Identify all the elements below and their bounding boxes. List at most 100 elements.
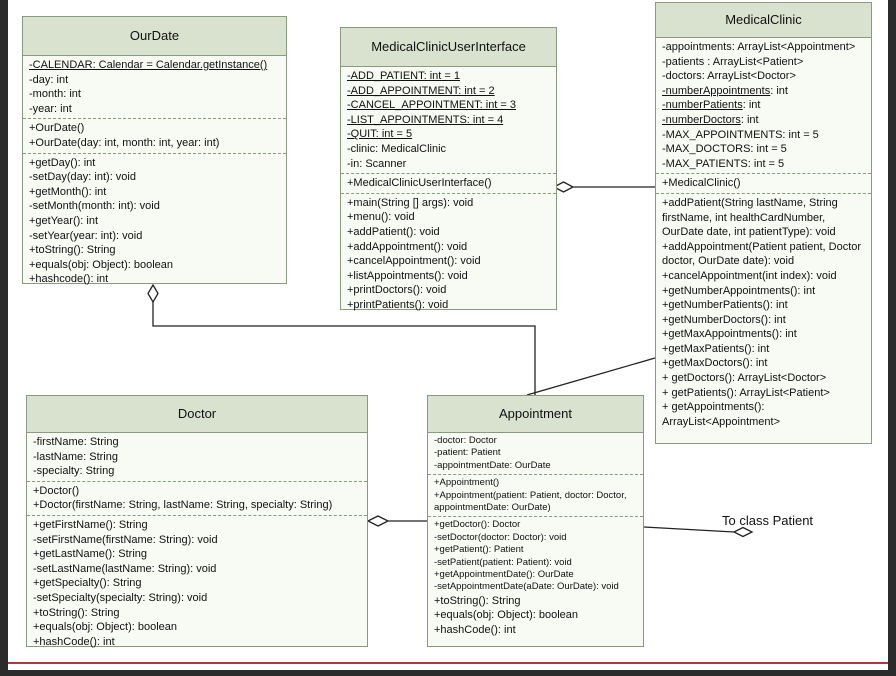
methods-section: +main(String [] args): void +menu(): void… xyxy=(341,194,556,315)
member-line: -MAX_PATIENTS: int = 5 xyxy=(662,157,785,170)
member-line: -doctor: Doctor xyxy=(434,435,497,446)
member-line: -lastName: String xyxy=(33,450,118,463)
member-line: +getYear(): int xyxy=(29,214,98,227)
to-class-patient-label: To class Patient xyxy=(722,513,814,528)
member-line: -setDay(day: int): void xyxy=(29,171,136,184)
member-line: -patient: Patient xyxy=(434,447,501,459)
methods-section: +addPatient(String lastName, String firs… xyxy=(656,194,871,432)
member-line: -setPatient(patient: Patient): void xyxy=(434,556,572,568)
member-line: +hashcode(): int xyxy=(29,273,109,286)
member-line: +equals(obj: Object): boolean xyxy=(434,609,579,622)
member-line: -numberDoctors: int xyxy=(662,113,759,126)
member-line: +toString(): String xyxy=(33,606,120,619)
member-line: +cancelAppointment(): void xyxy=(347,255,481,268)
member-line: -LIST_APPOINTMENTS: int = 4 xyxy=(347,113,504,126)
member-line: +getMonth(): int xyxy=(29,185,107,198)
member-line: -appointments: ArrayList<Appointment> xyxy=(662,41,856,53)
member-line: +getNumberPatients(): int xyxy=(662,299,788,312)
methods-section: +getDoctor(): Doctor-setDoctor(doctor: D… xyxy=(428,517,643,639)
member-line: -MAX_APPOINTMENTS: int = 5 xyxy=(662,128,819,141)
member-line: + getDoctors(): ArrayList<Doctor> xyxy=(662,372,827,385)
class-title: OurDate xyxy=(23,17,286,56)
member-name: -numberAppointments xyxy=(662,84,771,97)
attributes-section: -doctor: Doctor-patient: Patient-appoint… xyxy=(428,433,643,476)
methods-list: +toString(): String +equals(obj: Object):… xyxy=(434,594,637,638)
member-line: +addPatient(String lastName, String firs… xyxy=(662,196,838,239)
member-line: -in: Scanner xyxy=(347,157,407,170)
member-line: -clinic: MedicalClinic xyxy=(347,142,447,155)
member-line: +getDay(): int xyxy=(29,156,96,169)
member-line: +addAppointment(): void xyxy=(347,240,468,253)
class-ourdate[interactable]: OurDate -CALENDAR: Calendar = Calendar.g… xyxy=(22,16,287,285)
member-line: -setDoctor(doctor: Doctor): void xyxy=(434,531,567,543)
member-line: +addAppointment(Patient patient, Doctor … xyxy=(662,240,862,268)
class-doctor[interactable]: Doctor -firstName: String -lastName: Stri… xyxy=(26,395,368,648)
attributes-section: -ADD_PATIENT: int = 1 -ADD_APPOINTMENT: i… xyxy=(341,67,556,175)
member-line: -appointmentDate: OurDate xyxy=(434,459,551,471)
constructors-section: +MedicalClinic() xyxy=(656,174,871,194)
member-line: +getAppointmentDate(): OurDate xyxy=(434,569,574,581)
member-line: +main(String [] args): void xyxy=(347,196,474,209)
attributes-section: -firstName: String-lastName: String-spec… xyxy=(27,433,367,482)
member-line: -QUIT: int = 5 xyxy=(347,128,413,141)
member-line: -setAppointmentDate(aDate: OurDate): voi… xyxy=(434,581,619,593)
aggregation-diamond-ui xyxy=(552,181,575,193)
member-line: -month: int xyxy=(29,88,81,101)
member-line: +listAppointments(): void xyxy=(347,269,468,282)
member-line: -day: int xyxy=(29,73,69,86)
member-line: +Doctor() xyxy=(33,484,80,497)
member-name: -numberDoctors xyxy=(662,113,741,126)
methods-section: +getDay(): int-setDay(day: int): void+ge… xyxy=(23,154,286,289)
member-line: -patients : ArrayList<Patient> xyxy=(662,55,804,68)
member-line: +MedicalClinicUserInterface() xyxy=(347,177,492,190)
member-line: +getLastName(): String xyxy=(33,548,148,561)
constructors-section: +OurDate()+OurDate(day: int, month: int,… xyxy=(23,119,286,154)
member-line: -ADD_APPOINTMENT: int = 2 xyxy=(347,84,495,97)
member-line: + getPatients(): ArrayList<Patient> xyxy=(662,386,830,399)
member-line: +menu(): void xyxy=(347,211,415,224)
constructors-section: +MedicalClinicUserInterface() xyxy=(341,174,556,194)
member-line: -setFirstName(firstName: String): void xyxy=(33,533,218,546)
aggregation-diamond-patient xyxy=(732,526,754,538)
member-line: -CALENDAR: Calendar = Calendar.getInstan… xyxy=(29,59,268,71)
member-line: +toString(): String xyxy=(434,594,521,607)
member-line: -setSpecialty(specialty: String): void xyxy=(33,591,208,604)
member-line: +printDoctors(): void xyxy=(347,284,447,297)
class-title: Appointment xyxy=(428,396,643,433)
member-line: + getAppointments(): ArrayList<Appointme… xyxy=(662,401,781,428)
class-appointment[interactable]: Appointment -doctor: Doctor-patient: Pat… xyxy=(427,395,644,647)
member-line: +OurDate(day: int, month: int, year: int… xyxy=(29,136,220,149)
member-line: -year: int xyxy=(29,102,72,115)
member-line: -setMonth(month: int): void xyxy=(29,200,160,213)
attributes-section: -CALENDAR: Calendar = Calendar.getInstan… xyxy=(23,56,286,120)
member-name: -numberPatients xyxy=(662,99,743,112)
bottom-rule xyxy=(8,662,888,664)
aggregation-diamond-ourdate xyxy=(147,283,159,304)
member-line: +equals(obj: Object): boolean xyxy=(29,258,174,271)
member-line: -CANCEL_APPOINTMENT: int = 3 xyxy=(347,99,517,112)
constructors-section: +Doctor() +Doctor(firstName: String, last… xyxy=(27,482,367,516)
member-line: +hashCode(): int xyxy=(434,624,516,637)
class-medical-clinic[interactable]: MedicalClinic -appointments: ArrayList<A… xyxy=(655,2,872,444)
methods-section: +getFirstName(): String -setFirstName(fir… xyxy=(27,516,367,651)
class-title: MedicalClinic xyxy=(656,3,871,38)
member-line: +getFirstName(): String xyxy=(33,518,148,531)
member-line: +printPatients(): void xyxy=(347,298,449,311)
member-line: -ADD_PATIENT: int = 1 xyxy=(347,70,460,82)
member-line: -numberAppointments: int xyxy=(662,84,788,97)
member-line: +Appointment(patient: Patient, doctor: D… xyxy=(434,489,627,514)
member-line: +getMaxDoctors(): int xyxy=(662,357,768,370)
aggregation-diamond-doctor xyxy=(366,515,390,527)
member-line: +Appointment() xyxy=(434,477,500,489)
member-line: -numberPatients: int xyxy=(662,99,761,112)
member-line: -setLastName(lastName: String): void xyxy=(33,562,217,575)
class-medical-clinic-user-interface[interactable]: MedicalClinicUserInterface -ADD_PATIENT:… xyxy=(340,27,557,311)
member-line: +toString(): String xyxy=(29,244,116,257)
member-line: -firstName: String xyxy=(33,436,119,448)
member-line: +Doctor(firstName: String, lastName: Str… xyxy=(33,499,333,512)
member-line: -doctors: ArrayList<Doctor> xyxy=(662,70,796,83)
link-appointment-patient xyxy=(643,526,735,533)
member-line: -setYear(year: int): void xyxy=(29,229,143,242)
class-title: Doctor xyxy=(27,396,367,433)
